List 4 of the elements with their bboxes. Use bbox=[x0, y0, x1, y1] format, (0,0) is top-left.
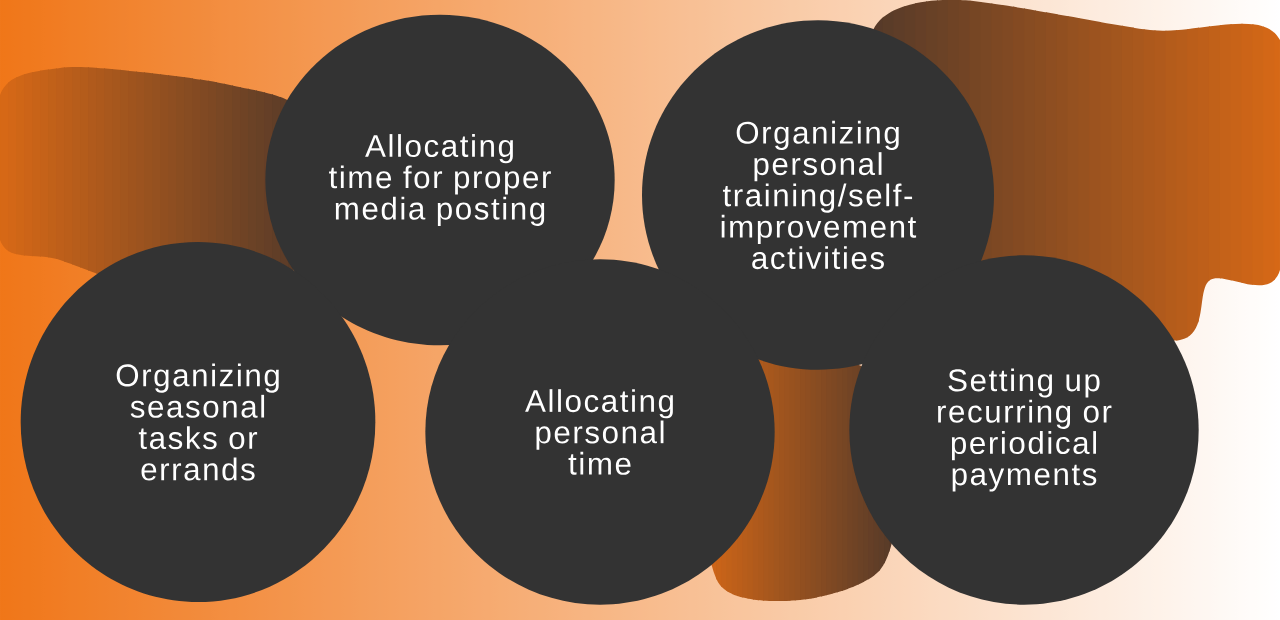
node-label: Allocating personal time bbox=[525, 389, 673, 475]
text-bubble: Organizing seasonal tasks or errands bbox=[20, 242, 376, 602]
text-bubble: Allocating time for proper media posting bbox=[265, 14, 615, 346]
node-label: Allocating time for proper media posting bbox=[329, 134, 551, 226]
